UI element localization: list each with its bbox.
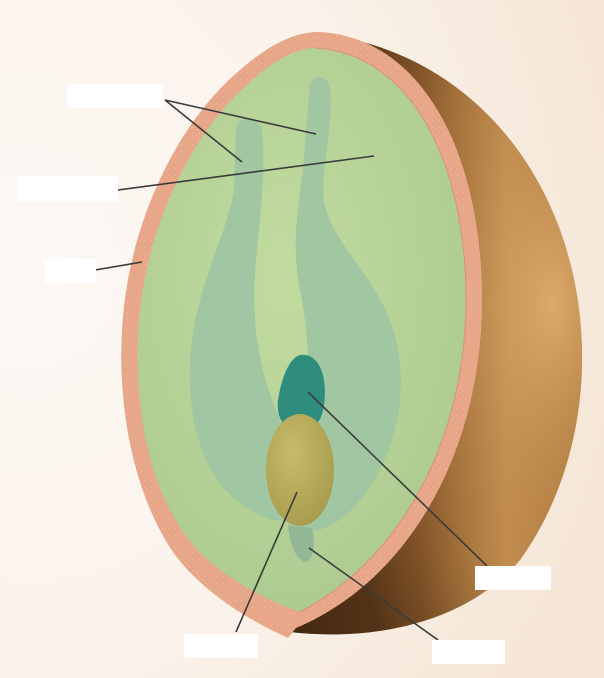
label-box-right — [475, 566, 551, 590]
label-box-bottom-left — [184, 634, 258, 658]
label-box-upper-left — [18, 176, 118, 202]
label-box-left — [45, 259, 96, 283]
label-box-top — [67, 84, 163, 108]
label-box-bottom-right — [432, 640, 505, 664]
radicle — [266, 414, 334, 526]
